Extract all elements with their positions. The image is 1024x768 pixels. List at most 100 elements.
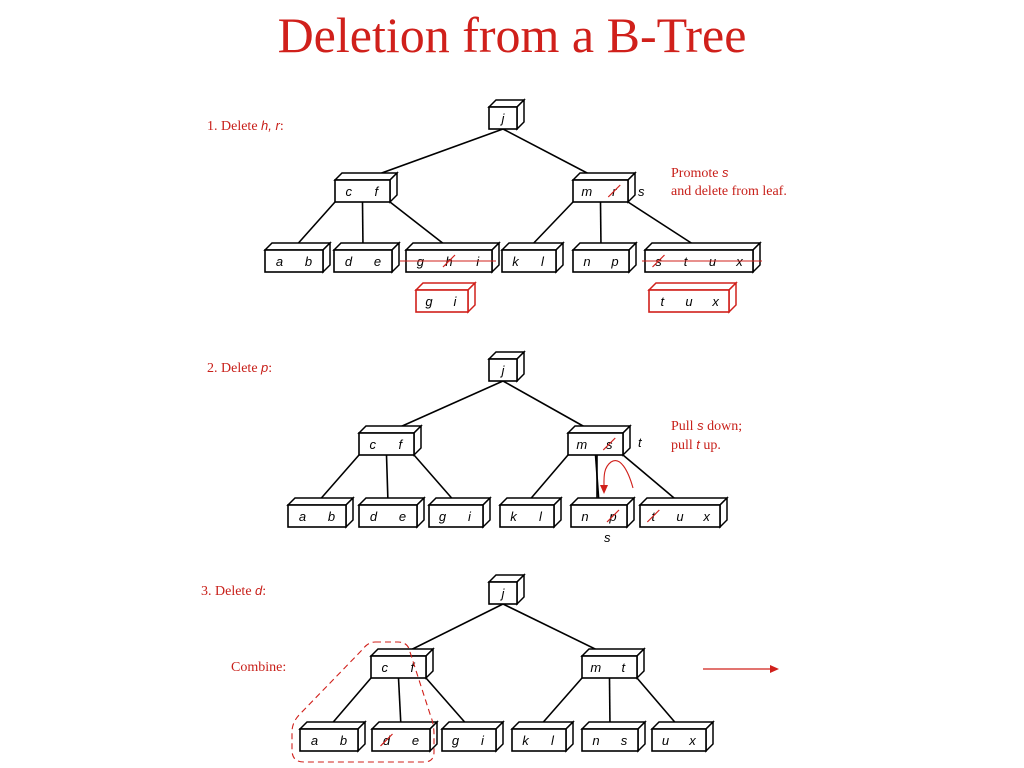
rotate-arrow-head bbox=[600, 485, 608, 494]
node-top-face bbox=[263, 242, 332, 251]
node-key: m bbox=[576, 437, 587, 452]
node-key: f bbox=[410, 660, 415, 675]
node-key: f bbox=[374, 184, 379, 199]
node-top-face bbox=[298, 721, 367, 730]
internal-edge bbox=[328, 677, 372, 728]
node-front-face bbox=[639, 504, 721, 528]
internal-edge bbox=[627, 201, 700, 249]
node-key: m bbox=[581, 184, 592, 199]
internal-edge bbox=[538, 677, 583, 728]
node-front-face bbox=[299, 728, 359, 752]
node-key: k bbox=[512, 254, 520, 269]
step-1-label-keys: h, r bbox=[261, 118, 280, 133]
step-3-label-keys: d bbox=[255, 583, 263, 598]
node-top-face bbox=[638, 497, 729, 506]
node-front-face bbox=[428, 504, 484, 528]
step-3-label-suffix: : bbox=[262, 584, 267, 599]
internal-edge bbox=[389, 201, 450, 249]
step-1-note-line2: and delete from leaf. bbox=[671, 184, 787, 199]
root-edge bbox=[502, 603, 610, 657]
node-key: n bbox=[581, 509, 588, 524]
step-2-note: Pull s down; pull t up. bbox=[671, 417, 742, 455]
node-top-face bbox=[580, 721, 647, 730]
node-key: k bbox=[510, 509, 518, 524]
step-2-note2-key: t bbox=[696, 437, 700, 452]
node-key: s bbox=[621, 733, 628, 748]
node-front-face bbox=[511, 728, 567, 752]
internal-edge bbox=[528, 201, 574, 249]
internal-edge bbox=[413, 454, 457, 504]
node-top-face bbox=[286, 497, 355, 506]
node-front-face bbox=[358, 432, 415, 456]
node-front-face bbox=[264, 249, 324, 273]
node-key: u bbox=[685, 294, 692, 309]
pulled-up-key-label: t bbox=[638, 435, 643, 450]
root-edge bbox=[502, 128, 601, 181]
node-front-face bbox=[371, 728, 431, 752]
node-front-face bbox=[334, 179, 391, 203]
strike-r bbox=[607, 184, 621, 198]
node-top-face bbox=[369, 648, 435, 657]
node-top-face bbox=[580, 648, 646, 657]
node-key: g bbox=[425, 294, 433, 309]
node-top-face bbox=[414, 282, 477, 291]
step-2-note2-prefix: pull bbox=[671, 438, 697, 453]
pulled-down-key-label: s bbox=[604, 530, 611, 545]
step-1-note: Promote s and delete from leaf. bbox=[671, 164, 787, 201]
node-front-face bbox=[501, 249, 557, 273]
internal-edge bbox=[526, 454, 569, 504]
step-2-label-suffix: : bbox=[268, 361, 273, 376]
node-front-face bbox=[488, 106, 518, 130]
internal-edge bbox=[636, 677, 680, 728]
node-key: x bbox=[702, 509, 710, 524]
step-2-label: 2. Delete p: bbox=[207, 360, 272, 377]
node-front-face bbox=[441, 728, 497, 752]
node-key: b bbox=[340, 733, 347, 748]
node-front-face bbox=[499, 504, 555, 528]
slide-title: Deletion from a B-Tree bbox=[277, 7, 747, 63]
node-key: e bbox=[399, 509, 406, 524]
node-key: d bbox=[370, 509, 378, 524]
node-front-face bbox=[488, 358, 518, 382]
node-top-face bbox=[510, 721, 575, 730]
node-key: j bbox=[500, 586, 506, 601]
node-front-face bbox=[581, 728, 639, 752]
node-key: l bbox=[541, 254, 545, 269]
node-top-face bbox=[440, 721, 505, 730]
node-top-face bbox=[333, 172, 399, 181]
step-1-note-key: s bbox=[721, 165, 729, 180]
node-front-face bbox=[488, 581, 518, 605]
node-key: t bbox=[621, 660, 626, 675]
node-key: a bbox=[311, 733, 318, 748]
root-edge bbox=[386, 380, 504, 434]
strike-s bbox=[602, 437, 616, 451]
node-top-face bbox=[647, 282, 738, 291]
step-2-note-suffix: down; bbox=[703, 419, 743, 434]
node-key: b bbox=[305, 254, 312, 269]
node-front-face bbox=[287, 504, 347, 528]
node-top-face bbox=[357, 497, 426, 506]
node-key: d bbox=[383, 733, 391, 748]
node-key: k bbox=[522, 733, 530, 748]
step-3-label: 3. Delete d: bbox=[201, 583, 266, 600]
root-node: j bbox=[487, 573, 526, 606]
node-front-face bbox=[358, 504, 418, 528]
node-key: a bbox=[276, 254, 283, 269]
node-key: p bbox=[610, 254, 618, 269]
node-top-face bbox=[571, 242, 638, 251]
root-edge bbox=[398, 603, 504, 657]
node-top-face bbox=[332, 242, 401, 251]
node-top-face bbox=[427, 497, 492, 506]
step-3-note: Combine: bbox=[231, 660, 287, 675]
node-key: j bbox=[500, 111, 506, 126]
leaf-node: tux bbox=[638, 496, 729, 529]
internal-edge bbox=[316, 454, 360, 504]
